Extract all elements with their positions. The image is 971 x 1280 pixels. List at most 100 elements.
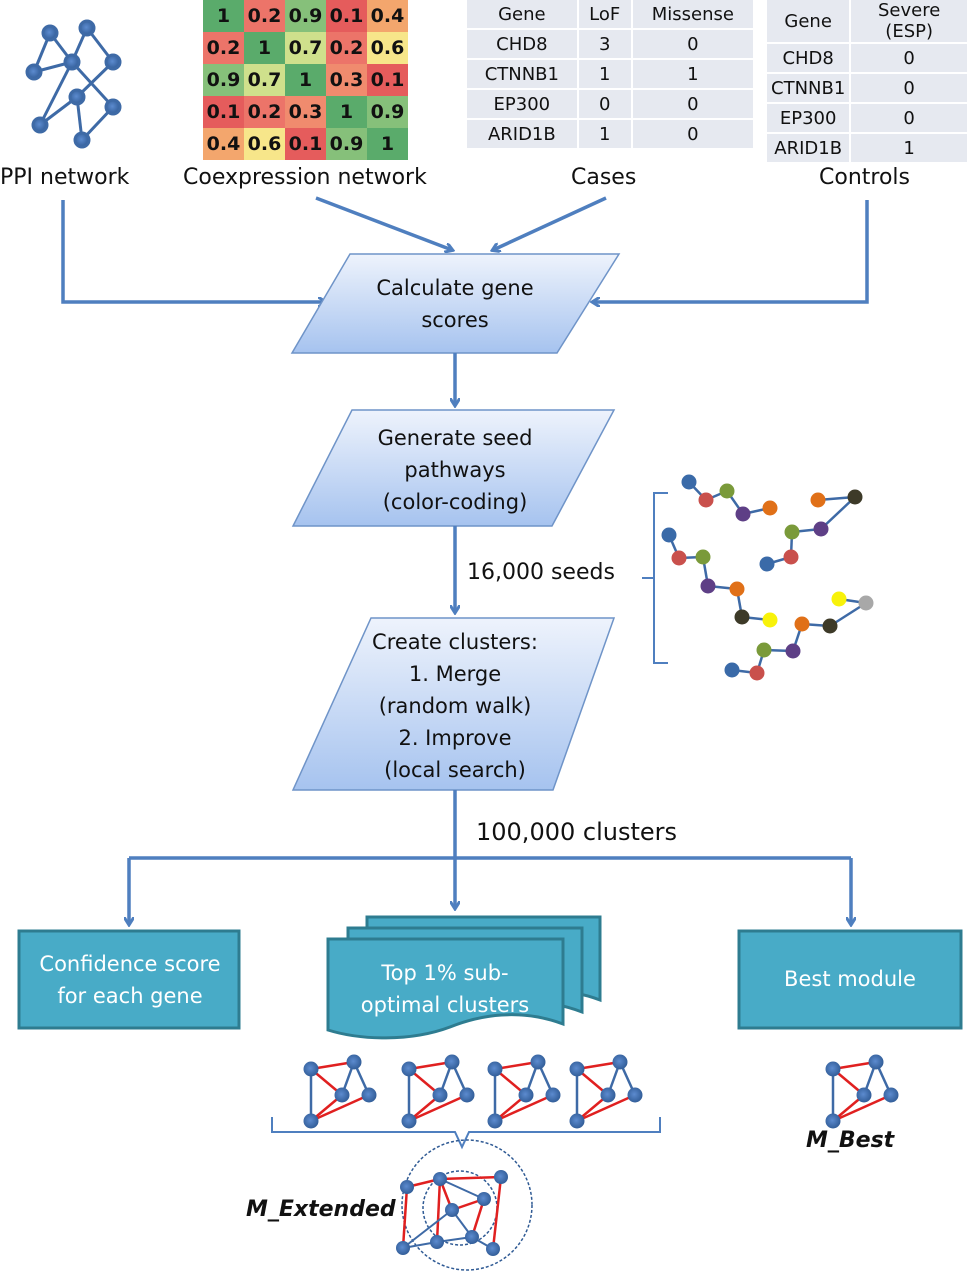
output-line: optimal clusters <box>360 993 530 1017</box>
module-node <box>518 1087 534 1103</box>
output-line: Best module <box>784 967 916 991</box>
best-module-box <box>737 929 963 1030</box>
m-best-label: M_Best <box>806 1128 895 1153</box>
heatmap-cell: 0.7 <box>285 32 326 64</box>
module-node <box>401 1061 417 1077</box>
header-cell: LoF <box>578 0 631 28</box>
lof-cell: 0 <box>578 90 631 118</box>
heatmap-cell: 0.9 <box>203 64 244 96</box>
severe-cell: 0 <box>851 44 967 72</box>
module-node <box>883 1087 899 1103</box>
lof-cell: 1 <box>578 60 631 88</box>
seed-node-gray <box>858 595 874 611</box>
seed-node-purple <box>700 578 716 594</box>
header-cell: Gene <box>767 0 850 42</box>
seed-node-blue <box>661 527 677 543</box>
step-line: scores <box>421 308 489 332</box>
coexpression-arrow <box>315 196 452 250</box>
seed-node-green <box>756 642 772 658</box>
heatmap-cell: 0.9 <box>285 0 326 32</box>
module-node <box>303 1061 319 1077</box>
controls-header-row: Gene Severe (ESP) <box>767 0 967 42</box>
gene-cell: CHD8 <box>467 30 577 58</box>
module-edge-red <box>408 1093 468 1123</box>
module-node <box>346 1054 362 1070</box>
seed-pathway <box>681 474 778 522</box>
lof-cell: 3 <box>578 30 631 58</box>
heatmap-cell: 0.1 <box>203 96 244 128</box>
seed-node-blue <box>681 474 697 490</box>
module-node <box>825 1061 841 1077</box>
severe-cell: 1 <box>851 134 967 162</box>
seed-pathways <box>661 474 874 681</box>
module-node <box>545 1087 561 1103</box>
output-line: for each gene <box>57 984 203 1008</box>
module-node <box>530 1054 546 1070</box>
seed-node-yellow <box>831 591 847 607</box>
heatmap-cell: 0.2 <box>326 32 367 64</box>
module-node <box>569 1113 585 1129</box>
heatmap-cell: 0.1 <box>326 0 367 32</box>
ppi-arrow <box>61 200 325 302</box>
module-node <box>459 1087 475 1103</box>
heatmap-cell: 1 <box>367 128 408 160</box>
module-graph <box>487 1054 561 1129</box>
step-line: Calculate gene <box>376 276 534 300</box>
step-line: (color-coding) <box>382 490 528 514</box>
heatmap-cell: 0.1 <box>367 64 408 96</box>
module-graph <box>303 1054 377 1129</box>
step-line: (local search) <box>384 758 526 782</box>
seed-node-red <box>698 492 714 508</box>
module-edge-red <box>494 1093 554 1123</box>
generate-step: Generate seed pathways (color-coding) <box>330 422 580 518</box>
heatmap-cell: 1 <box>244 32 285 64</box>
gene-cell: ARID1B <box>467 120 577 148</box>
module-node <box>401 1113 417 1129</box>
seed-pathway <box>759 489 863 572</box>
confidence-box <box>17 929 241 1030</box>
coexpression-label: Coexpression network <box>183 165 427 190</box>
severe-cell: 0 <box>851 104 967 132</box>
cluster-step-shape <box>291 617 616 791</box>
m-extended-graph <box>396 1139 533 1271</box>
module-edge-red <box>832 1093 892 1123</box>
cluster-modules <box>303 1054 899 1129</box>
module-graph <box>401 1054 475 1129</box>
heatmap-cell: 1 <box>326 96 367 128</box>
module-node <box>868 1054 884 1070</box>
seeds-bracket <box>642 492 668 664</box>
seed-node-red <box>671 550 687 566</box>
seed-node-purple <box>735 506 751 522</box>
seed-node-green <box>695 549 711 565</box>
heatmap-cell: 0.7 <box>244 64 285 96</box>
missense-cell: 1 <box>632 60 753 88</box>
step-line: Generate seed <box>377 426 533 450</box>
seed-node-blue <box>759 556 775 572</box>
module-edge-red <box>576 1093 636 1123</box>
module-node <box>303 1113 319 1129</box>
clusters-count-label: 100,000 clusters <box>476 818 677 846</box>
cluster-step: Create clusters: 1. Merge (random walk) … <box>330 626 580 786</box>
clusters-bracket <box>271 1117 661 1150</box>
module-node <box>825 1113 841 1129</box>
top-clusters-stack <box>326 915 602 1040</box>
header-cell: Missense <box>632 0 753 28</box>
heatmap-cell: 0.4 <box>203 128 244 160</box>
top-clusters-output: Top 1% sub- optimal clusters <box>330 957 560 1021</box>
seed-node-dark <box>822 618 838 634</box>
heatmap-cell: 1 <box>203 0 244 32</box>
controls-label: Controls <box>819 165 910 190</box>
module-node <box>612 1054 628 1070</box>
heatmap-cell: 0.6 <box>367 32 408 64</box>
calculate-step-shape <box>290 253 621 354</box>
seed-node-dark <box>734 609 750 625</box>
heatmap-cell: 0.3 <box>326 64 367 96</box>
confidence-output: Confidence score for each gene <box>19 948 241 1012</box>
heatmap-cell: 0.2 <box>244 0 285 32</box>
lof-cell: 1 <box>578 120 631 148</box>
